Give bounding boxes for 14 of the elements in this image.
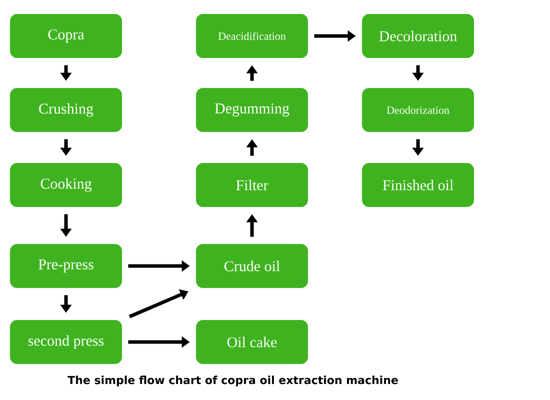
process-box: Deacidification xyxy=(196,14,308,58)
caption: The simple flow chart of copra oil extraction machine xyxy=(68,376,398,386)
process-box: Copra xyxy=(10,14,122,58)
process-box: Filter xyxy=(196,163,308,207)
process-box: Pre-press xyxy=(10,244,122,288)
process-box: second press xyxy=(10,320,122,364)
process-box: Crushing xyxy=(10,88,122,132)
process-box: Deodorization xyxy=(362,88,474,132)
process-box: Crude oil xyxy=(196,244,308,288)
process-box: Finished oil xyxy=(362,163,474,207)
process-box: Oil cake xyxy=(196,320,308,364)
process-box: Decoloration xyxy=(362,14,474,58)
process-box: Degumming xyxy=(196,88,308,132)
process-box: Cooking xyxy=(10,163,122,207)
